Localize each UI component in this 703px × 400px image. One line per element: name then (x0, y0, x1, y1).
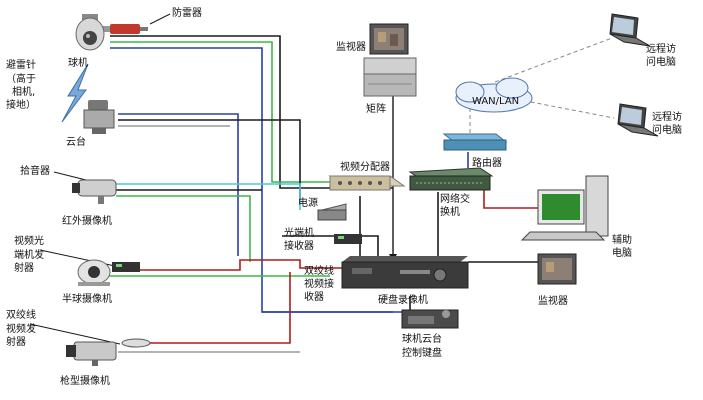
label-half-dome: 半球摄像机 (62, 292, 112, 305)
label-bullet-camera: 枪型摄像机 (60, 374, 110, 387)
label-monitor-right: 监视器 (538, 294, 568, 307)
pointer-surge (149, 13, 171, 25)
label-twisted-tx-2: 视频发 (6, 322, 36, 335)
pan-tilt-icon (83, 100, 115, 134)
network-switch-icon (408, 167, 494, 191)
label-video-splitter: 视频分配器 (340, 160, 390, 173)
dvr-icon (341, 256, 469, 289)
wire-black-halfdome (282, 235, 379, 260)
label-wan-lan: WAN/LAN (472, 96, 519, 107)
wire-black-pantilt (118, 119, 301, 200)
label-remote-pc1-1: 远程访 (646, 43, 676, 55)
wire-switch-auxpc (483, 186, 540, 209)
matrix-icon (363, 57, 417, 97)
remote-pc-2-icon (617, 103, 659, 137)
fiber-transmitter-icon (112, 262, 140, 272)
pointer-twisted-tx (29, 323, 121, 345)
video-splitter-icon (328, 175, 406, 191)
link-cloud-pc1 (494, 37, 613, 83)
dome-camera-icon (75, 14, 105, 51)
label-keyboard-1: 球机云台 (402, 332, 442, 345)
label-twisted-tx-3: 射器 (6, 336, 26, 348)
label-power: 电源 (298, 196, 318, 209)
ptz-keyboard-icon (401, 309, 459, 329)
label-router: 路由器 (472, 156, 502, 169)
wire-red-halfdome (140, 259, 342, 271)
label-pan-tilt: 云台 (66, 135, 86, 148)
label-twisted-tx-1: 双绞线 (6, 308, 36, 321)
aux-pc-icon (520, 175, 609, 241)
power-supply-icon (317, 203, 347, 221)
fiber-receiver-icon (334, 234, 362, 244)
label-keyboard-2: 控制键盘 (402, 346, 442, 359)
label-fiber-rx-1: 光端机 (284, 226, 314, 239)
label-remote-pc1-2: 问电脑 (646, 55, 676, 68)
lightning-rod-icon (61, 63, 89, 123)
wire-cyan-ir (116, 183, 301, 210)
remote-pc-1-icon (609, 13, 651, 47)
label-remote-pc2-2: 问电脑 (652, 123, 682, 136)
label-fiber-rx-2: 接收器 (284, 239, 314, 252)
label-lightning-rod-2: （高于 (6, 72, 36, 85)
label-remote-pc2-1: 远程访 (652, 111, 682, 123)
label-twisted-rx-1: 双绞线 (304, 264, 334, 277)
wire-red-bullet (150, 272, 291, 344)
ir-camera-icon (72, 179, 117, 204)
label-fiber-tx-1: 视频光 (14, 234, 44, 247)
monitor-right-icon (537, 253, 577, 285)
label-fiber-tx-2: 端机发 (14, 248, 44, 261)
label-lightning-rod-1: 避雷针 (6, 58, 36, 71)
label-aux-pc-2: 电脑 (612, 246, 632, 259)
label-surge-protector: 防雷器 (172, 6, 202, 19)
half-dome-camera-icon (77, 259, 111, 286)
label-aux-pc-1: 辅助 (612, 233, 632, 246)
label-lightning-rod-4: 接地） (6, 98, 36, 111)
label-monitor-top: 监视器 (336, 40, 366, 53)
label-matrix: 矩阵 (366, 102, 386, 115)
label-twisted-rx-3: 收器 (304, 290, 324, 303)
label-lightning-rod-3: 相机, (12, 85, 35, 98)
bullet-camera-icon (66, 341, 117, 366)
wan-lan-cloud-icon (455, 77, 533, 113)
router-icon (442, 133, 508, 151)
wire-green-dome (110, 41, 340, 183)
label-dome-camera: 球机 (68, 56, 88, 69)
surge-protector-icon (100, 24, 148, 34)
monitor-top-icon (369, 23, 409, 55)
twisted-transmitter-icon (121, 338, 151, 348)
label-dvr: 硬盘录像机 (378, 293, 428, 306)
wire-blue-pantilt (118, 113, 239, 256)
label-ir-camera: 红外摄像机 (62, 214, 112, 227)
label-fiber-tx-3: 射器 (14, 262, 34, 274)
wire-green-ir (116, 195, 251, 262)
pointer-pickup (53, 171, 87, 181)
label-switch-2: 换机 (440, 205, 460, 218)
label-switch-1: 网络交 (440, 192, 470, 205)
wiring (108, 35, 556, 353)
label-pickup: 拾音器 (20, 164, 50, 177)
label-twisted-rx-2: 视频接 (304, 277, 334, 290)
